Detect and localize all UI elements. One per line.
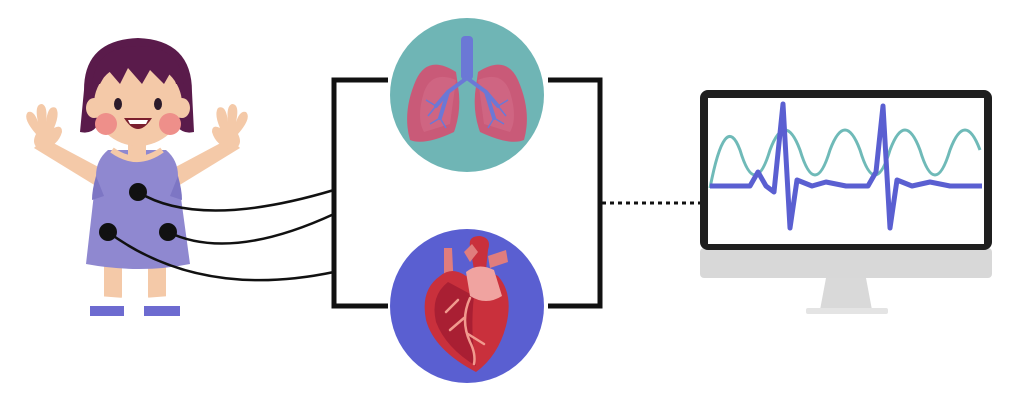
lungs-icon — [407, 36, 527, 142]
heart-node — [390, 229, 544, 383]
cardiac-signal-trace — [710, 101, 982, 231]
right-bracket-connector — [548, 77, 603, 309]
heart-icon — [424, 236, 509, 372]
monitor-base — [806, 308, 888, 314]
lungs-node — [390, 18, 544, 172]
respiratory-signal-trace — [708, 128, 982, 189]
electrode-wires — [107, 188, 335, 282]
monitor-stand — [820, 278, 872, 310]
monitor-icon — [700, 90, 992, 314]
child-with-electrodes-icon — [26, 38, 248, 316]
monitor-screen — [708, 98, 984, 244]
left-bracket-connector — [331, 77, 388, 309]
monitor-chin — [700, 248, 992, 278]
